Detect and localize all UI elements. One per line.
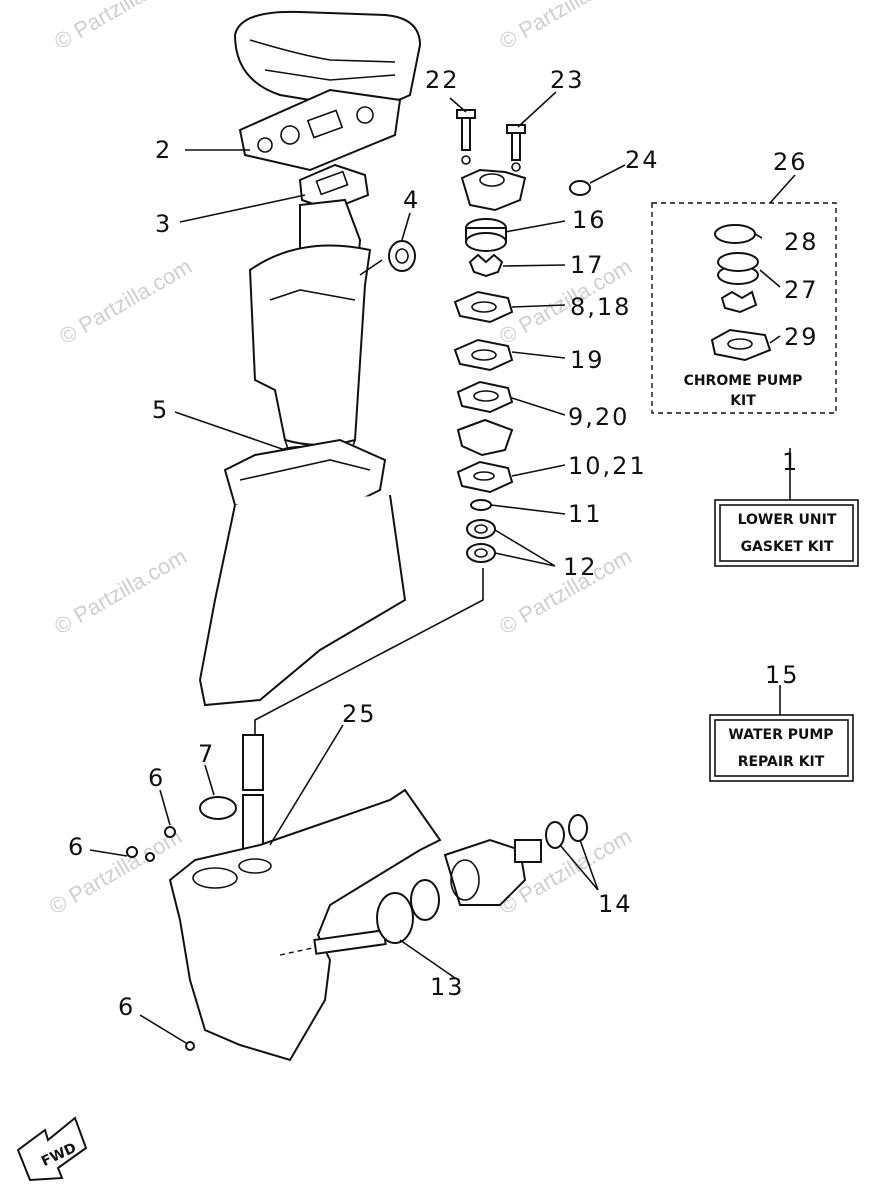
upper-case: [248, 198, 372, 456]
water-pump-kit-line2: REPAIR KIT: [738, 754, 825, 770]
chrome-pump-kit-line2: KIT: [730, 393, 756, 409]
upper-casing: [198, 438, 407, 707]
callout-6a: 6: [148, 764, 165, 792]
upper-cover: [233, 10, 422, 108]
callout-10-21: 10,21: [568, 452, 647, 480]
callout-3: 3: [155, 210, 172, 238]
callout-15: 15: [765, 661, 800, 689]
chrome-pump-kit-box: CHROME PUMP KIT: [651, 202, 837, 414]
watermark: © Partzilla.com: [55, 254, 196, 350]
callout-5: 5: [152, 396, 169, 424]
callout-22: 22: [425, 66, 460, 94]
lower-unit-kit-line2: GASKET KIT: [741, 539, 834, 555]
chrome-pump-kit-line1: CHROME PUMP: [684, 373, 803, 389]
callout-12: 12: [563, 553, 598, 581]
plate-part-3: [298, 163, 370, 212]
watermark: © Partzilla.com: [495, 0, 636, 54]
callout-6b: 6: [68, 833, 85, 861]
leader-lines: [89, 91, 796, 1044]
callout-16: 16: [572, 206, 607, 234]
callout-27: 27: [784, 276, 819, 304]
callout-9-20: 9,20: [568, 403, 629, 431]
watermark: © Partzilla.com: [45, 824, 186, 920]
callout-17: 17: [570, 251, 605, 279]
callout-25: 25: [342, 700, 377, 728]
seal-part-4: [388, 240, 416, 272]
callout-29: 29: [784, 323, 819, 351]
watermark: © Partzilla.com: [50, 544, 191, 640]
callout-labels: 1 2 3 4 5 6 6 6 7 8,18 9,20 10,21 11 12 …: [68, 66, 819, 1021]
callout-14: 14: [598, 890, 633, 918]
water-pump-kit-line1: WATER PUMP: [728, 727, 833, 743]
water-pump-repair-kit-box: WATER PUMP REPAIR KIT: [709, 714, 854, 782]
callout-28: 28: [784, 228, 819, 256]
callout-13: 13: [430, 973, 465, 1001]
callout-8-18: 8,18: [570, 293, 631, 321]
lower-unit-gasket-kit-box: LOWER UNIT GASKET KIT: [714, 499, 859, 567]
callout-7: 7: [198, 740, 215, 768]
lower-gearcase: [126, 734, 588, 1062]
callout-24: 24: [625, 146, 660, 174]
callout-19: 19: [570, 346, 605, 374]
fwd-arrow: FWD: [16, 1116, 88, 1182]
watermark: © Partzilla.com: [50, 0, 191, 54]
callout-4: 4: [403, 186, 420, 214]
lower-unit-kit-line1: LOWER UNIT: [738, 512, 837, 528]
callout-6c: 6: [118, 993, 135, 1021]
callout-1: 1: [782, 448, 799, 476]
callout-11: 11: [568, 500, 603, 528]
gasket-part-2: [238, 88, 402, 172]
callout-23: 23: [550, 66, 585, 94]
callout-2: 2: [155, 136, 172, 164]
callout-26: 26: [773, 148, 808, 176]
water-pump-stack: [254, 109, 591, 740]
